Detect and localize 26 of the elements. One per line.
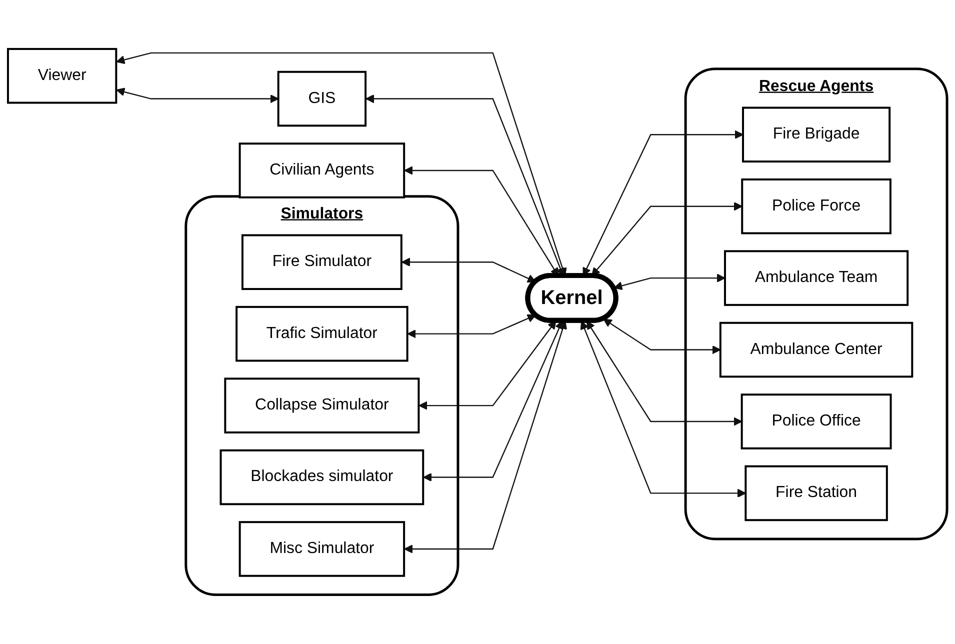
node-box: Misc Simulator xyxy=(238,521,406,577)
node-box: Viewer xyxy=(6,48,118,104)
node-box: Police Office xyxy=(740,394,892,450)
arrow xyxy=(603,318,721,354)
node-box: Civilian Agents xyxy=(238,142,406,198)
arrow xyxy=(614,274,726,290)
arrow xyxy=(401,258,536,283)
arrow xyxy=(591,202,743,276)
node-box: Fire Station xyxy=(744,465,888,522)
node-box: Police Force xyxy=(741,178,892,234)
arrow xyxy=(407,314,536,338)
node-box: GIS xyxy=(277,71,367,127)
arrow xyxy=(423,320,564,482)
arrow xyxy=(116,88,279,104)
node-box: Fire Simulator xyxy=(241,234,402,290)
arrow xyxy=(586,320,742,426)
node-box: Collapse Simulator xyxy=(224,378,420,434)
node-box: Trafic Simulator xyxy=(236,306,408,362)
arrow xyxy=(582,130,744,276)
node-box: Blockades simulator xyxy=(220,449,424,506)
node-box: Ambulance Center xyxy=(719,322,914,378)
arrow xyxy=(580,320,746,498)
node-box: Ambulance Team xyxy=(724,250,909,306)
arrow xyxy=(404,320,567,554)
arrow xyxy=(418,320,556,410)
node-box: Fire Brigade xyxy=(742,106,891,163)
